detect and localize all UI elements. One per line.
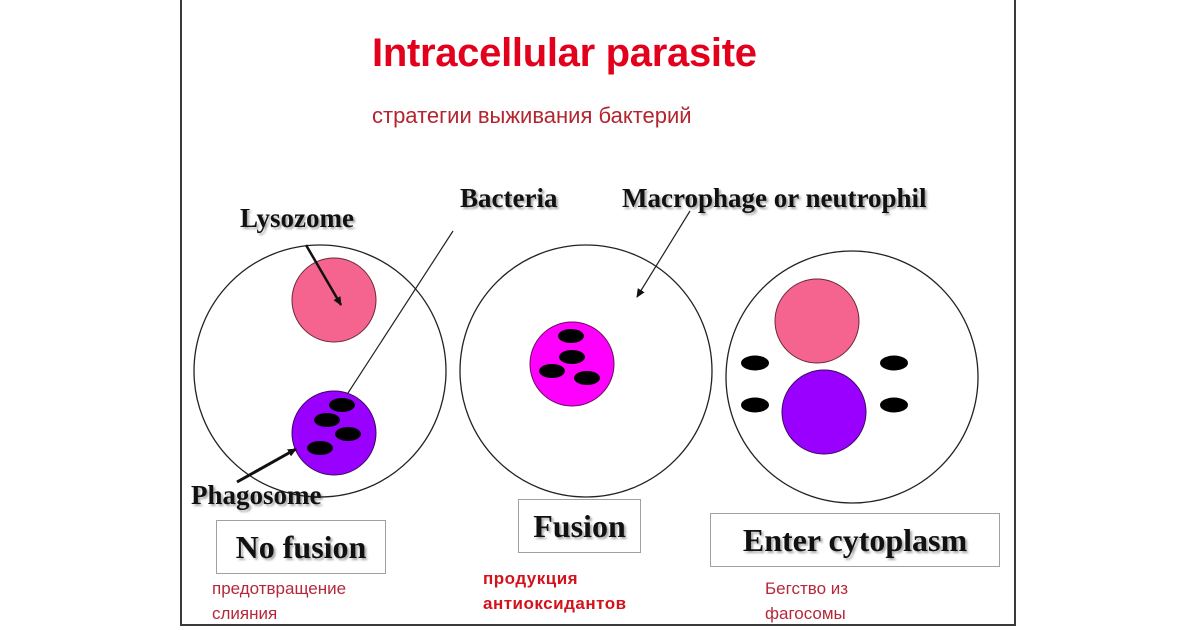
bacteria-label: Bacteria <box>460 183 558 213</box>
cell-no-fusion <box>193 244 447 498</box>
note-line: фагосомы <box>765 604 846 623</box>
macrophage-cell-outline <box>459 244 713 498</box>
note-line: предотвращение <box>212 579 347 598</box>
bacteria-group <box>307 398 361 455</box>
slide-subtitle: стратегии выживания бактерий <box>372 103 692 128</box>
macrophage-cell-outline <box>193 244 447 498</box>
fusion-note: продукция антиоксидантов <box>483 566 627 616</box>
cell-enter-cytoplasm <box>725 250 979 504</box>
lysosome <box>291 257 377 343</box>
enter-cytoplasm-box: Enter cytoplasm <box>710 513 1000 567</box>
note-line: продукция <box>483 569 579 588</box>
lysosome <box>774 278 860 364</box>
note-line: слияния <box>212 604 278 623</box>
note-line: Бегство из <box>765 579 849 598</box>
slide-title: Intracellular parasite <box>372 31 757 75</box>
cell-fusion <box>459 244 713 498</box>
no-fusion-note: предотвращение слияния <box>212 576 346 626</box>
macrophage-label: Macrophage or neutrophil <box>622 183 927 213</box>
phagosome <box>291 390 377 476</box>
lysozome-arrow <box>304 244 343 306</box>
note-line: антиоксидантов <box>483 594 627 613</box>
bacteria-pointer-line <box>347 230 454 394</box>
bacteria-group <box>741 355 908 413</box>
macrophage-cell-outline <box>725 250 979 504</box>
no-fusion-box: No fusion <box>216 520 386 574</box>
phagosome-arrow <box>236 447 297 484</box>
phagosome-label: Phagosome <box>191 480 322 510</box>
enter-cytoplasm-note: Бегство из фагосомы <box>765 576 848 626</box>
macrophage-arrow <box>636 210 691 298</box>
phagosome <box>781 369 867 455</box>
bacteria-group <box>539 329 600 385</box>
lysozome-label: Lysozome <box>240 203 354 233</box>
fusion-box: Fusion <box>518 499 641 553</box>
